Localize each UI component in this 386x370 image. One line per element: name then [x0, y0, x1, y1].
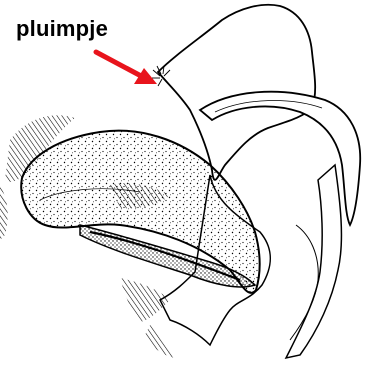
annotation-arrow: [96, 52, 157, 84]
annotation-label: pluimpje: [16, 16, 108, 42]
column: [286, 165, 341, 358]
